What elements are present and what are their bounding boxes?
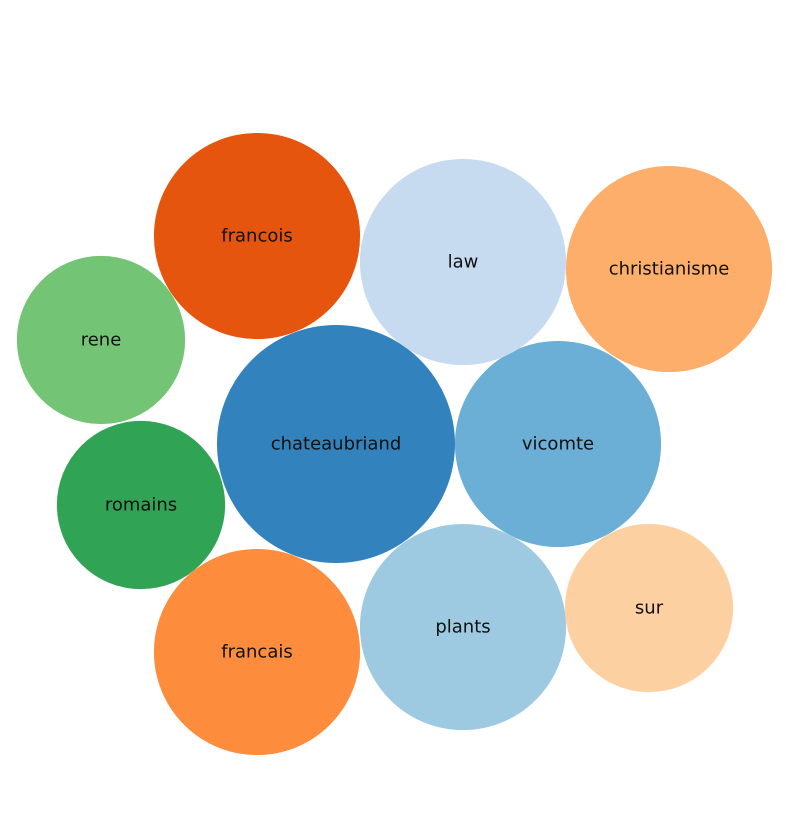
bubble-label-rene: rene xyxy=(81,330,122,351)
bubble-label-christianisme: christianisme xyxy=(609,259,730,280)
bubble-sur: sur xyxy=(564,523,734,693)
bubble-circle-francois xyxy=(153,132,361,340)
bubble-label-romains: romains xyxy=(105,495,177,516)
bubble-rene: rene xyxy=(16,255,186,425)
bubble-label-law: law xyxy=(448,252,479,273)
bubble-label-francois: francois xyxy=(221,226,292,247)
bubble-circle-chateaubriand xyxy=(217,325,455,563)
bubble-circle-romains xyxy=(56,420,226,590)
bubble-christianisme: christianisme xyxy=(565,165,773,373)
bubble-law: law xyxy=(359,158,567,366)
bubble-label-sur: sur xyxy=(635,598,664,619)
bubble-label-francais: francais xyxy=(221,642,292,663)
bubble-circle-christianisme xyxy=(565,165,773,373)
bubble-circle-rene xyxy=(16,255,186,425)
bubble-francais: francais xyxy=(153,548,361,756)
bubble-circle-vicomte xyxy=(454,340,662,548)
bubble-circle-francais xyxy=(153,548,361,756)
bubble-circle-sur xyxy=(564,523,734,693)
bubble-label-plants: plants xyxy=(435,617,490,638)
bubble-label-vicomte: vicomte xyxy=(522,434,594,455)
bubble-francois: francois xyxy=(153,132,361,340)
bubble-vicomte: vicomte xyxy=(454,340,662,548)
bubble-circle-law xyxy=(359,158,567,366)
bubble-chateaubriand: chateaubriand xyxy=(217,325,455,563)
bubble-circle-plants xyxy=(359,523,567,731)
bubble-romains: romains xyxy=(56,420,226,590)
bubble-label-chateaubriand: chateaubriand xyxy=(271,434,402,455)
bubble-plants: plants xyxy=(359,523,567,731)
